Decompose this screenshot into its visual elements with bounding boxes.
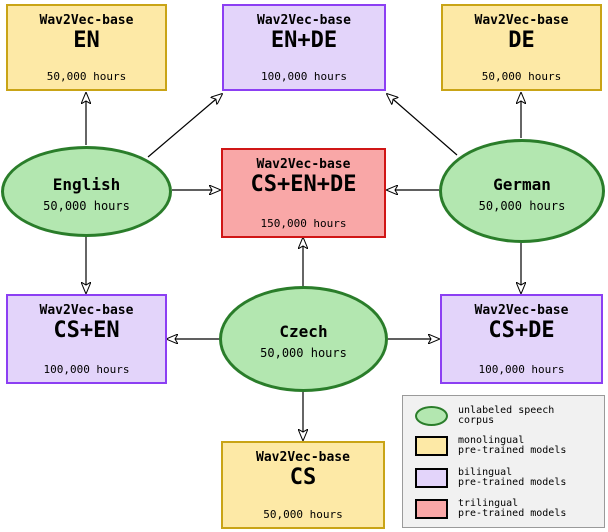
corpus-name: English <box>52 175 121 194</box>
corpus-hours: 50,000 hours <box>260 346 347 360</box>
model-languages: CS <box>289 465 317 490</box>
model-arch: Wav2Vec-base <box>256 157 351 172</box>
corpus-czech: Czech 50,000 hours <box>219 286 388 392</box>
model-languages: CS+EN+DE <box>250 172 357 197</box>
corpus-name: German <box>493 175 551 194</box>
model-arch: Wav2Vec-base <box>39 303 134 318</box>
model-hours: 50,000 hours <box>263 508 343 521</box>
arrow-english-to-en-de <box>147 94 222 158</box>
model-box-cs-en-de: Wav2Vec-base CS+EN+DE 150,000 hours <box>221 148 386 238</box>
legend-swatch-tri <box>415 499 448 519</box>
corpus-english: English 50,000 hours <box>1 146 172 237</box>
corpus-hours: 50,000 hours <box>43 199 130 213</box>
model-languages: CS+EN <box>53 318 120 343</box>
model-box-en: Wav2Vec-base EN 50,000 hours <box>6 4 167 91</box>
corpus-german: German 50,000 hours <box>439 139 605 243</box>
model-arch: Wav2Vec-base <box>256 450 350 465</box>
legend-swatch-mono <box>415 436 448 456</box>
model-hours: 100,000 hours <box>260 70 348 83</box>
legend: unlabeled speech corpus monolingual pre-… <box>402 395 605 528</box>
model-arch: Wav2Vec-base <box>39 13 134 28</box>
legend-item-mono: monolingual pre-trained models <box>415 434 600 460</box>
legend-item-tri: trilingual pre-trained models <box>415 497 600 523</box>
model-box-cs: Wav2Vec-base CS 50,000 hours <box>221 441 385 529</box>
model-hours: 150,000 hours <box>260 217 347 230</box>
model-hours: 100,000 hours <box>478 363 565 376</box>
legend-item-corpus: unlabeled speech corpus <box>415 404 600 430</box>
legend-label-bi: bilingual pre-trained models <box>458 467 567 488</box>
legend-label-corpus: unlabeled speech corpus <box>458 405 555 426</box>
model-arch: Wav2Vec-base <box>474 303 569 318</box>
arrow-german-to-en-de <box>387 94 458 156</box>
model-languages: EN <box>73 28 100 53</box>
model-box-cs-en: Wav2Vec-base CS+EN 100,000 hours <box>6 294 167 384</box>
model-box-de: Wav2Vec-base DE 50,000 hours <box>441 4 602 91</box>
model-languages: EN+DE <box>270 28 338 53</box>
model-hours: 100,000 hours <box>43 363 130 376</box>
corpus-hours: 50,000 hours <box>478 199 566 213</box>
legend-label-mono: monolingual pre-trained models <box>458 435 567 456</box>
legend-swatch-bi <box>415 468 448 488</box>
corpus-name: Czech <box>279 322 328 341</box>
model-hours: 50,000 hours <box>481 70 562 83</box>
model-languages: CS+DE <box>488 318 555 343</box>
model-hours: 50,000 hours <box>46 70 127 83</box>
model-box-cs-de: Wav2Vec-base CS+DE 100,000 hours <box>440 294 603 384</box>
legend-item-bi: bilingual pre-trained models <box>415 466 600 492</box>
model-arch: Wav2Vec-base <box>474 13 569 28</box>
model-box-en-de: Wav2Vec-base EN+DE 100,000 hours <box>222 4 386 91</box>
legend-label-tri: trilingual pre-trained models <box>458 498 567 519</box>
legend-swatch-corpus <box>415 406 448 426</box>
model-languages: DE <box>508 28 535 53</box>
model-arch: Wav2Vec-base <box>257 13 351 28</box>
